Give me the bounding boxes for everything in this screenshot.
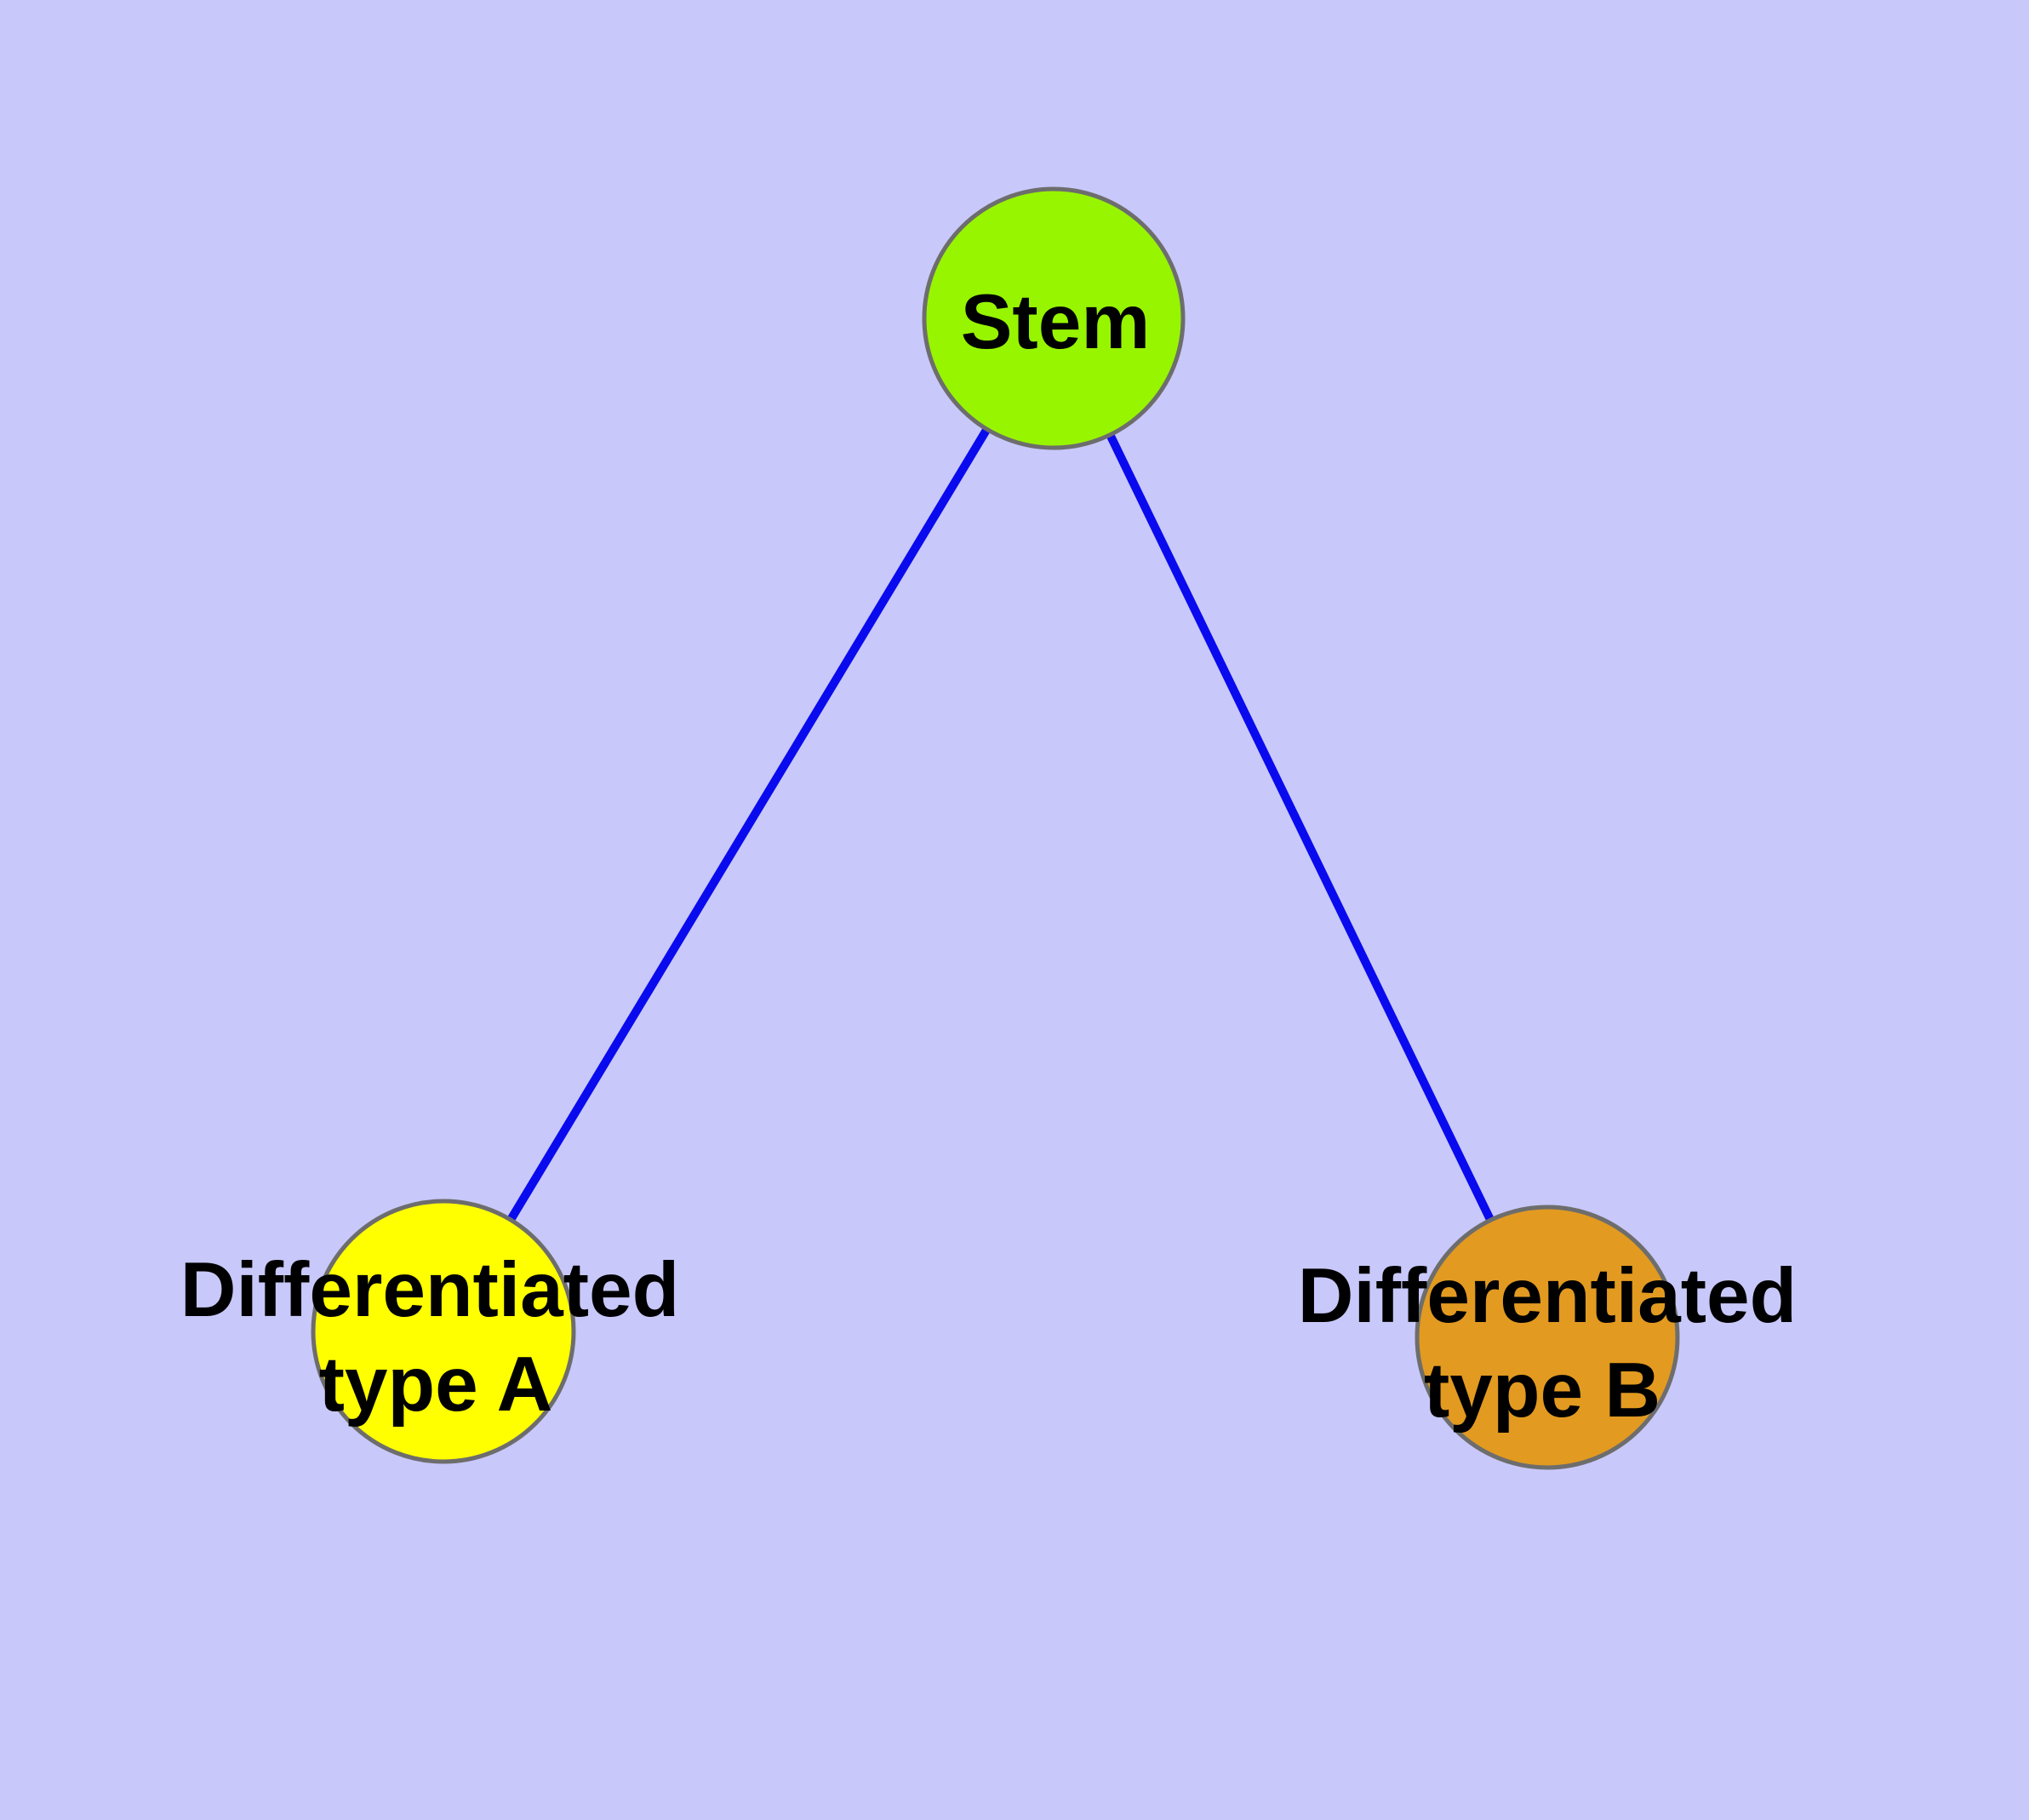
node-type-b-label-line2: type B [1424, 1348, 1660, 1434]
node-type-a-label-line1: Differentiated [180, 1247, 680, 1333]
node-type-a-label-line2: type A [319, 1342, 553, 1428]
node-type-b [1415, 1205, 1680, 1470]
node-type-b-label-line1: Differentiated [1298, 1253, 1798, 1339]
edge-stem-to-type-a [439, 316, 1058, 1334]
node-type-a [311, 1199, 576, 1464]
edge-stem-to-type-b [1049, 316, 1552, 1340]
node-stem [922, 186, 1186, 450]
node-stem-label: Stem [961, 279, 1151, 365]
